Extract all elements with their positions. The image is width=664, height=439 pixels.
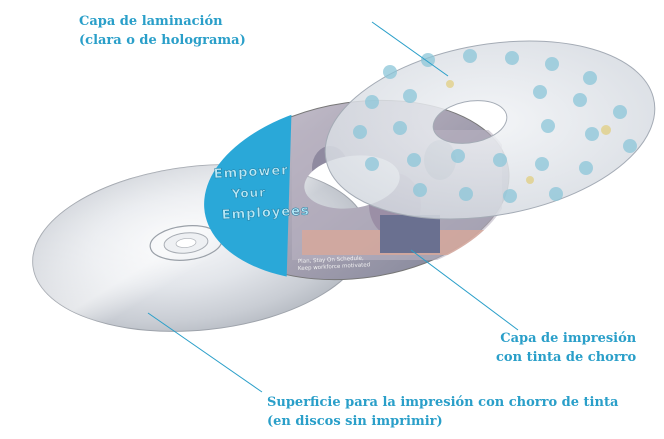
disc-caption-1: Plan, Stay On Schedule, <box>298 256 364 265</box>
callout-print-line1: Capa de impresión <box>500 331 637 346</box>
disc-word-3: Employees <box>221 203 310 223</box>
leader-lines <box>147 21 519 393</box>
leader-print-layer <box>410 249 519 331</box>
callout-print-line2: con tinta de chorro <box>496 350 637 365</box>
callout-lamination-line2: (clara o de holograma) <box>79 33 246 48</box>
leader-lamination <box>371 21 449 77</box>
callout-print-surface: Superficie para la impresión con chorro … <box>267 393 618 431</box>
callout-print-layer: Capa de impresión con tinta de chorro <box>496 329 636 367</box>
lamination-disc <box>324 40 656 220</box>
disc-caption-2: Keep workforce motivated <box>298 262 371 272</box>
callout-lamination-line1: Capa de laminación <box>79 14 223 29</box>
callout-surface-line1: Superficie para la impresión con chorro … <box>267 395 619 410</box>
callout-lamination-layer: Capa de laminación (clara o de holograma… <box>79 12 246 50</box>
disc-word-1: Empower <box>213 163 289 182</box>
leader-surface <box>147 312 263 393</box>
disc-word-2: Your <box>230 185 266 201</box>
hologram-pattern <box>353 49 637 203</box>
hologram-gold-marks <box>446 80 611 184</box>
callout-surface-line2: (en discos sin imprimir) <box>267 414 443 429</box>
